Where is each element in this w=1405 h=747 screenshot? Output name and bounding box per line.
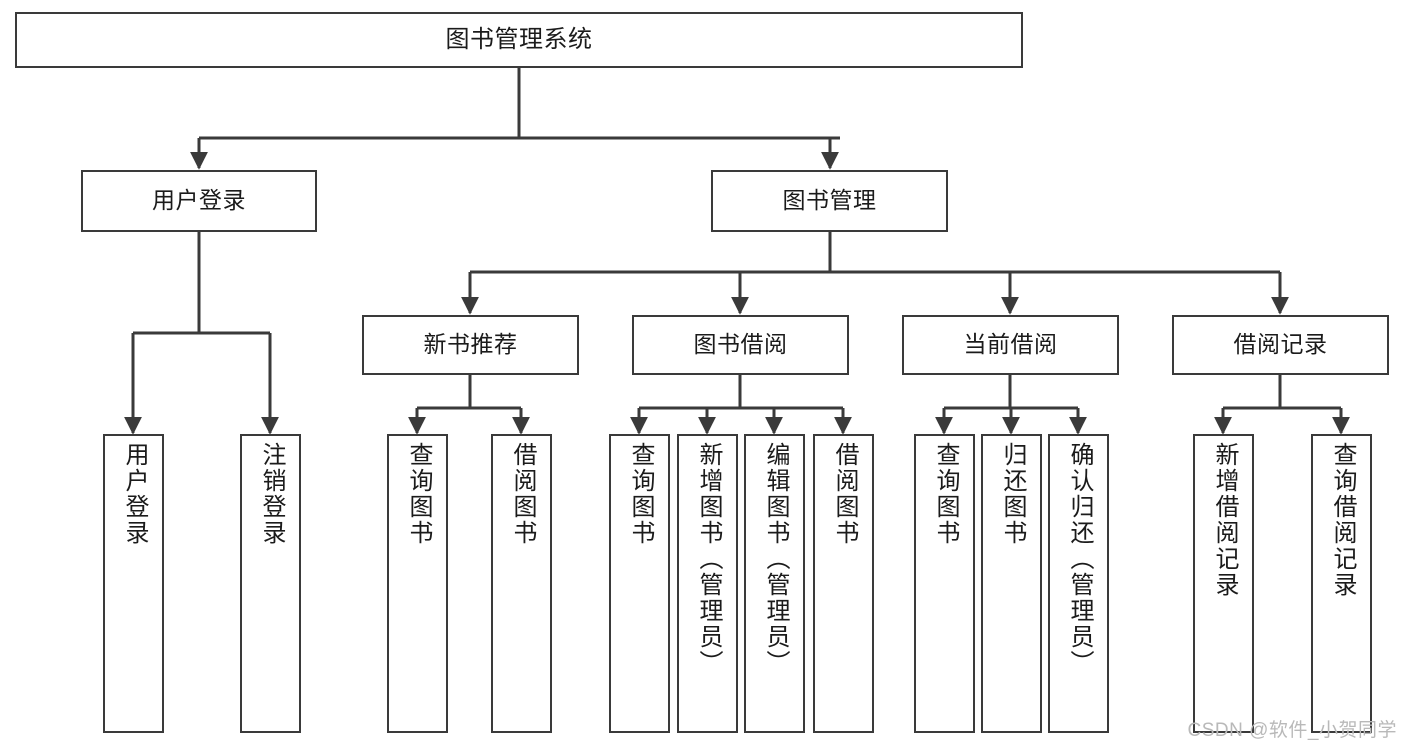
node-label: 图书管理	[782, 187, 877, 214]
node-root-system[interactable]: 图书管理系统	[15, 12, 1023, 68]
node-book-borrow[interactable]: 图书借阅	[632, 315, 849, 375]
leaf-borrow-query-book[interactable]: 查询图书	[609, 434, 670, 733]
leaf-new-book-query[interactable]: 查询图书	[387, 434, 448, 733]
node-label: 注销登录	[257, 442, 285, 546]
node-current-borrow[interactable]: 当前借阅	[902, 315, 1119, 375]
node-label: 图书管理系统	[445, 25, 593, 53]
leaf-borrow-add-book[interactable]: 新增图书（管理员）	[677, 434, 738, 733]
leaf-user-login-login[interactable]: 用户登录	[103, 434, 164, 733]
node-label: 图书借阅	[693, 331, 788, 358]
leaf-borrow-borrow-book[interactable]: 借阅图书	[813, 434, 874, 733]
node-label: 确认归还（管理员）	[1065, 442, 1093, 676]
node-label: 新增借阅记录	[1210, 442, 1238, 598]
leaf-current-confirm-return[interactable]: 确认归还（管理员）	[1048, 434, 1109, 733]
leaf-current-return-book[interactable]: 归还图书	[981, 434, 1042, 733]
leaf-current-query-book[interactable]: 查询图书	[914, 434, 975, 733]
node-label: 归还图书	[998, 442, 1026, 546]
leaf-record-query[interactable]: 查询借阅记录	[1311, 434, 1372, 733]
node-label: 查询图书	[626, 442, 654, 546]
node-label: 编辑图书（管理员）	[761, 442, 789, 676]
node-book-management[interactable]: 图书管理	[711, 170, 948, 232]
node-label: 用户登录	[152, 187, 246, 214]
watermark: CSDN @软件_小贺同学	[1187, 720, 1397, 741]
leaf-borrow-edit-book[interactable]: 编辑图书（管理员）	[744, 434, 805, 733]
node-label: 查询图书	[404, 442, 432, 546]
node-label: 新增图书（管理员）	[694, 442, 722, 676]
node-label: 借阅图书	[830, 442, 858, 546]
leaf-new-book-borrow[interactable]: 借阅图书	[491, 434, 552, 733]
node-new-book-recommend[interactable]: 新书推荐	[362, 315, 579, 375]
leaf-record-add[interactable]: 新增借阅记录	[1193, 434, 1254, 733]
node-label: 查询借阅记录	[1328, 442, 1356, 598]
node-label: 查询图书	[931, 442, 959, 546]
node-label: 新书推荐	[423, 331, 518, 358]
node-label: 借阅记录	[1233, 331, 1328, 358]
node-user-login[interactable]: 用户登录	[81, 170, 317, 232]
node-label: 用户登录	[120, 442, 148, 546]
node-borrow-record[interactable]: 借阅记录	[1172, 315, 1389, 375]
node-label: 当前借阅	[963, 331, 1058, 358]
node-label: 借阅图书	[508, 442, 536, 546]
leaf-user-login-logout[interactable]: 注销登录	[240, 434, 301, 733]
